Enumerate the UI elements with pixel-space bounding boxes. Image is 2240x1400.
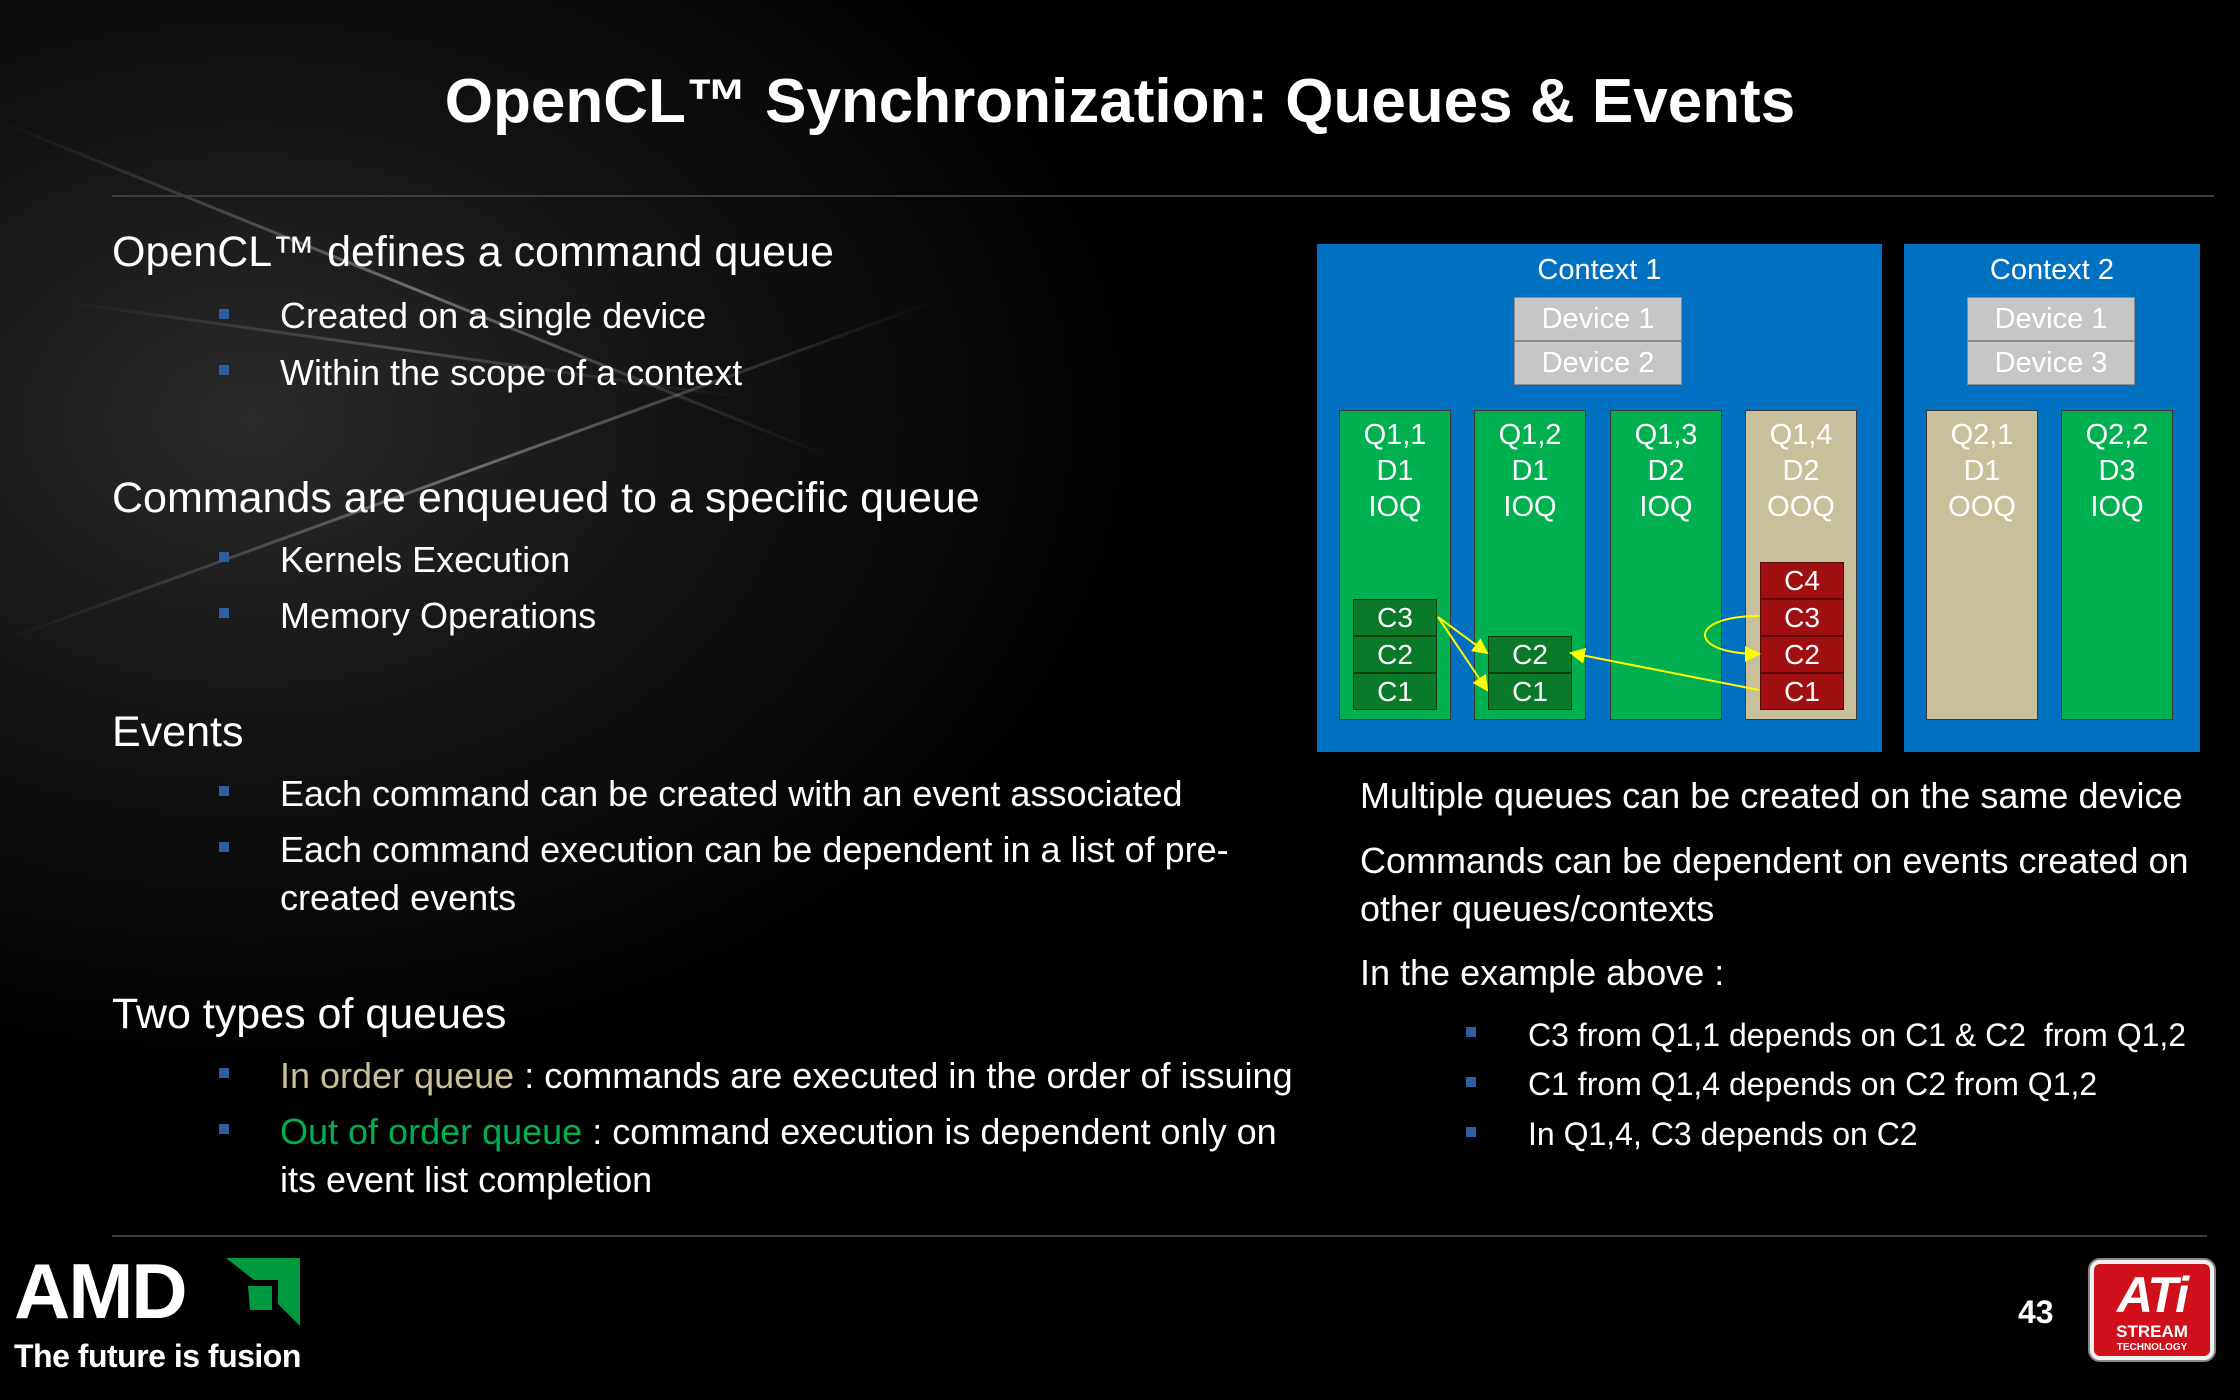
bullet-marker bbox=[219, 842, 229, 852]
queue-device: D1 bbox=[1963, 455, 2001, 487]
command-c3: C3 bbox=[1760, 599, 1844, 636]
queue-name: Q1,3 bbox=[1634, 419, 1698, 451]
bullet-marker bbox=[219, 1124, 229, 1134]
title-divider bbox=[112, 195, 2214, 197]
context-label: Context 1 bbox=[1537, 254, 1662, 286]
right-paragraph-continuation: other queues/contexts bbox=[1360, 888, 1715, 929]
bullet-marker bbox=[219, 309, 229, 319]
queue-q2-1: Q2,1 D1 OOQ bbox=[1926, 410, 2038, 720]
device-box: Device 1 bbox=[1514, 297, 1682, 341]
queue-q1-4: Q1,4 D2 OOQ C4 C3 C2 C1 bbox=[1745, 410, 1857, 720]
command-c2: C2 bbox=[1353, 636, 1437, 673]
queue-type: IOQ bbox=[1503, 491, 1557, 523]
queue-type: IOQ bbox=[1368, 491, 1422, 523]
right-paragraph: Commands can be dependent on events crea… bbox=[1360, 840, 2189, 881]
amd-logo-text: AMD bbox=[14, 1247, 188, 1335]
tagline: The future is fusion bbox=[14, 1338, 301, 1374]
queue-device: D1 bbox=[1376, 455, 1414, 487]
amd-logo: AMD bbox=[14, 1247, 304, 1335]
arrow-c3-to-c2-ooq bbox=[1704, 615, 1761, 662]
arrow-c3-to-c1 bbox=[1437, 616, 1489, 692]
queue-device: D1 bbox=[1511, 455, 1549, 487]
in-order-queue-term: In order queue bbox=[280, 1055, 515, 1096]
queue-name: Q2,1 bbox=[1950, 419, 2014, 451]
queue-type: IOQ bbox=[2090, 491, 2144, 523]
bullet-marker bbox=[1466, 1127, 1476, 1137]
slide-title: OpenCL™ Synchronization: Queues & Events bbox=[444, 67, 1796, 136]
arrow-c1-to-c2 bbox=[1569, 647, 1760, 691]
heading-events: Events bbox=[112, 708, 244, 756]
device-box: Device 3 bbox=[1967, 341, 2135, 385]
right-bullet-text: C1 from Q1,4 depends on C2 from Q1,2 bbox=[1528, 1066, 2098, 1102]
out-of-order-queue-desc: : command execution is dependent only on bbox=[582, 1111, 1277, 1152]
bullet-marker bbox=[1466, 1027, 1476, 1037]
queue-device: D3 bbox=[2098, 455, 2136, 487]
ati-logo-text: ATi bbox=[2117, 1267, 2189, 1323]
bullet-text: Memory Operations bbox=[280, 595, 597, 636]
bullet-text: In order queue : commands are executed i… bbox=[280, 1052, 1293, 1100]
heading-enqueued: Commands are enqueued to a specific queu… bbox=[112, 474, 980, 522]
heading-queue-types: Two types of queues bbox=[112, 990, 507, 1038]
bullet-text: Each command can be created with an even… bbox=[280, 773, 1183, 814]
context-1-box: Context 1 Device 1 Device 2 Q1,1 D1 IOQ … bbox=[1317, 244, 1882, 752]
right-bullet-text: C3 from Q1,1 depends on C1 & C2 from Q1,… bbox=[1528, 1017, 2187, 1053]
queue-q1-1: Q1,1 D1 IOQ C3 C2 C1 bbox=[1339, 410, 1451, 720]
queue-type: OOQ bbox=[1767, 491, 1835, 523]
command-c1: C1 bbox=[1488, 673, 1572, 710]
context-2-box: Context 2 Device 1 Device 3 Q2,1 D1 OOQ … bbox=[1904, 244, 2200, 752]
bullet-text: Within the scope of a context bbox=[280, 352, 743, 393]
bullet-marker bbox=[219, 552, 229, 562]
footer-divider bbox=[112, 1235, 2207, 1237]
command-c4: C4 bbox=[1760, 562, 1844, 599]
device-box: Device 1 bbox=[1967, 297, 2135, 341]
queue-type: OOQ bbox=[1948, 491, 2016, 523]
ati-stream-text: STREAM bbox=[2116, 1322, 2188, 1341]
queue-device: D2 bbox=[1782, 455, 1820, 487]
amd-arrow-icon bbox=[226, 1258, 300, 1326]
bullet-text: Created on a single device bbox=[280, 295, 707, 336]
bullet-text: Out of order queue : command execution i… bbox=[280, 1108, 1277, 1156]
queue-name: Q1,2 bbox=[1498, 419, 1562, 451]
bullet-marker bbox=[219, 365, 229, 375]
command-c2: C2 bbox=[1760, 636, 1844, 673]
bullet-text-continuation: created events bbox=[280, 877, 517, 918]
command-c3: C3 bbox=[1353, 599, 1437, 636]
queue-q2-2: Q2,2 D3 IOQ bbox=[2061, 410, 2173, 720]
bullet-marker bbox=[1466, 1077, 1476, 1087]
right-paragraph: In the example above : bbox=[1360, 952, 1725, 993]
in-order-queue-desc: : commands are executed in the order of … bbox=[514, 1055, 1293, 1096]
ati-stream-logo: ATi STREAM TECHNOLOGY bbox=[2090, 1260, 2214, 1360]
command-c2: C2 bbox=[1488, 636, 1572, 673]
queue-name: Q2,2 bbox=[2085, 419, 2149, 451]
queue-device: D2 bbox=[1647, 455, 1685, 487]
right-bullet-text: In Q1,4, C3 depends on C2 bbox=[1528, 1116, 1918, 1152]
heading-command-queue: OpenCL™ defines a command queue bbox=[112, 228, 834, 276]
bullet-marker bbox=[219, 1068, 229, 1078]
ati-tech-text: TECHNOLOGY bbox=[2116, 1342, 2188, 1353]
queue-type: IOQ bbox=[1639, 491, 1693, 523]
out-of-order-queue-term: Out of order queue bbox=[280, 1111, 583, 1152]
bullet-text: Kernels Execution bbox=[280, 539, 571, 580]
bullet-text: Each command execution can be dependent … bbox=[280, 829, 1229, 870]
command-c1: C1 bbox=[1353, 673, 1437, 710]
device-box: Device 2 bbox=[1514, 341, 1682, 385]
queue-name: Q1,4 bbox=[1769, 419, 1833, 451]
right-paragraph: Multiple queues can be created on the sa… bbox=[1360, 775, 2183, 816]
dependency-arrows bbox=[1437, 615, 1761, 692]
bullet-marker bbox=[219, 608, 229, 618]
queue-name: Q1,1 bbox=[1363, 419, 1427, 451]
command-c1: C1 bbox=[1760, 673, 1844, 710]
bullet-marker bbox=[219, 786, 229, 796]
context-label: Context 2 bbox=[1989, 254, 2115, 286]
queue-q1-2: Q1,2 D1 IOQ C2 C1 bbox=[1474, 410, 1586, 720]
page-number: 43 bbox=[2018, 1294, 2054, 1330]
bullet-text-continuation: its event list completion bbox=[280, 1159, 653, 1200]
queue-q1-3: Q1,3 D2 IOQ bbox=[1610, 410, 1722, 720]
arrow-c3-to-c2 bbox=[1437, 616, 1489, 655]
